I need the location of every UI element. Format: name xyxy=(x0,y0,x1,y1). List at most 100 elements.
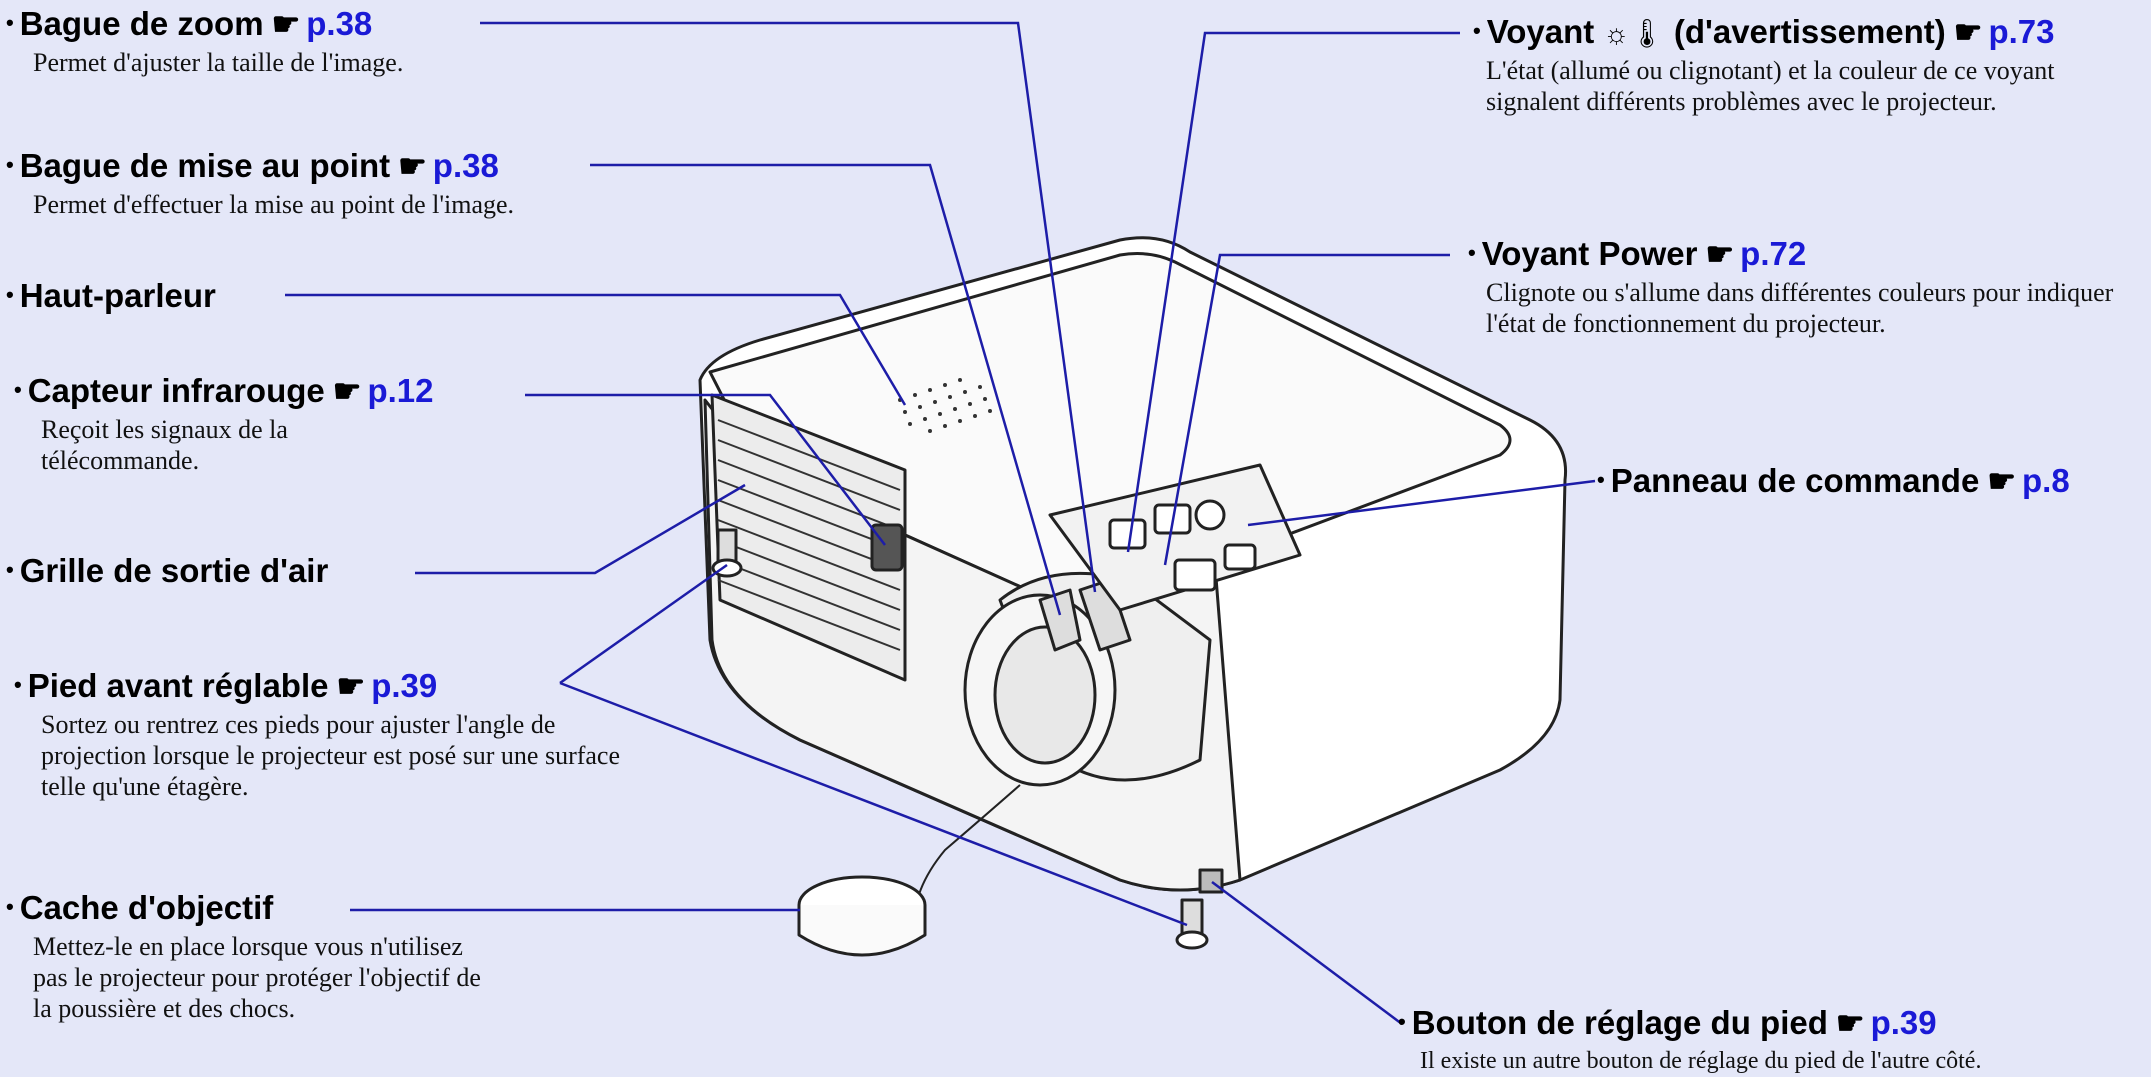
bullet-icon: • xyxy=(1468,240,1476,265)
bullet-icon: • xyxy=(1597,467,1605,492)
warning-desc: L'état (allumé ou clignotant) et la coul… xyxy=(1486,56,2055,116)
zoom-title-text: Bague de zoom xyxy=(19,5,264,42)
footbtn-desc: Il existe un autre bouton de réglage du … xyxy=(1420,1048,1982,1074)
leader-foot-right xyxy=(559,681,1188,927)
cap-title-text: Cache d'objectif xyxy=(19,889,274,926)
lens-cap-string xyxy=(914,784,1021,911)
bullet-icon: • xyxy=(6,557,14,582)
leader-grille xyxy=(415,483,746,575)
callout-power: •Voyant Power☛p.72 Clignote ou s'allume … xyxy=(1468,233,2146,339)
pointing-hand-icon: ☛ xyxy=(336,668,366,704)
pointing-hand-icon: ☛ xyxy=(1953,14,1983,50)
speaker-holes xyxy=(898,378,992,433)
warning-page-ref[interactable]: p.73 xyxy=(1988,13,2055,50)
ir-sensor-window xyxy=(870,523,904,572)
callout-ir-title: •Capteur infrarouge☛p.12 xyxy=(14,370,433,410)
air-grille-slats xyxy=(717,419,901,651)
pointing-hand-icon: ☛ xyxy=(332,373,362,409)
footbtn-title-text: Bouton de réglage du pied xyxy=(1411,1004,1828,1041)
power-desc: Clignote ou s'allume dans différentes co… xyxy=(1486,278,2114,338)
pointing-hand-icon: ☛ xyxy=(271,6,301,42)
ir-desc: Reçoit les signaux de la télécommande. xyxy=(41,415,288,475)
projector-top xyxy=(708,252,1512,602)
callout-foot-title: •Pied avant réglable☛p.39 xyxy=(14,665,621,705)
callout-footbtn: •Bouton de réglage du pied☛p.39 Il exist… xyxy=(1398,1002,2151,1077)
callout-warning-title: •Voyant ☼🌡 (d'avertissement)☛p.73 xyxy=(1473,11,2126,51)
grille-title-text: Grille de sortie d'air xyxy=(19,552,329,589)
pointing-hand-icon: ☛ xyxy=(398,148,427,184)
callout-ir: •Capteur infrarouge☛p.12 Reçoit les sign… xyxy=(14,370,433,476)
leader-speaker xyxy=(285,293,907,406)
lens-cap-side xyxy=(797,905,927,957)
pointing-hand-icon: ☛ xyxy=(1835,1005,1865,1041)
callout-zoom-title: •Bague de zoom☛p.38 xyxy=(6,3,553,43)
ir-title-text: Capteur infrarouge xyxy=(27,372,325,409)
callout-footbtn-title: •Bouton de réglage du pied☛p.39 xyxy=(1398,1002,2151,1042)
callout-warning: •Voyant ☼🌡 (d'avertissement)☛p.73 L'état… xyxy=(1473,11,2126,117)
leader-footbtn xyxy=(1211,880,1403,1026)
lens-inner xyxy=(993,625,1097,765)
callout-cap-title: •Cache d'objectif xyxy=(6,887,493,927)
bullet-icon: • xyxy=(6,10,14,35)
pointing-hand-icon: ☛ xyxy=(1987,463,2016,499)
foot-title-text: Pied avant réglable xyxy=(27,667,329,704)
callout-cap: •Cache d'objectif Mettez-le en place lor… xyxy=(6,887,493,1024)
cap-desc: Mettez-le en place lorsque vous n'utilis… xyxy=(33,932,481,1023)
light-thermometer-icon: ☼🌡 xyxy=(1603,18,1665,49)
panel-button-3 xyxy=(1194,499,1226,531)
bullet-icon: • xyxy=(6,152,14,177)
focus-ring-shape xyxy=(1038,588,1082,652)
panel-page-ref[interactable]: p.8 xyxy=(2022,462,2070,499)
right-foot-base xyxy=(1175,930,1209,950)
pointing-hand-icon: ☛ xyxy=(1705,236,1735,272)
callout-speaker: •Haut-parleur xyxy=(6,275,216,315)
power-page-ref[interactable]: p.72 xyxy=(1740,235,1807,272)
foot-button-shape xyxy=(1198,868,1224,894)
zoom-desc: Permet d'ajuster la taille de l'image. xyxy=(33,48,404,77)
leader-warning xyxy=(1126,31,1460,553)
callout-foot: •Pied avant réglable☛p.39 Sortez ou rent… xyxy=(14,665,621,802)
callout-grille-title: •Grille de sortie d'air xyxy=(6,550,328,590)
callout-zoom: •Bague de zoom☛p.38 Permet d'ajuster la … xyxy=(6,3,553,78)
callout-power-title: •Voyant Power☛p.72 xyxy=(1468,233,2146,273)
ir-page-ref[interactable]: p.12 xyxy=(367,372,434,409)
bullet-icon: • xyxy=(14,672,22,697)
leader-ir xyxy=(525,393,886,546)
focus-page-ref[interactable]: p.38 xyxy=(432,147,499,184)
bullet-icon: • xyxy=(14,377,22,402)
leader-power xyxy=(1163,253,1450,566)
zoom-page-ref[interactable]: p.38 xyxy=(306,5,373,42)
projector-illustration xyxy=(698,236,1568,957)
speaker-title-text: Haut-parleur xyxy=(19,277,216,314)
panel-title-text: Panneau de commande xyxy=(1610,462,1980,499)
panel-button-4 xyxy=(1173,558,1217,592)
panel-button-5 xyxy=(1223,543,1257,571)
callout-panel: •Panneau de commande☛p.8 xyxy=(1597,460,2070,500)
leader-focus xyxy=(590,163,1062,616)
warning-title-pre: Voyant xyxy=(1486,13,1595,50)
bullet-icon: • xyxy=(1398,1009,1406,1034)
callout-panel-title: •Panneau de commande☛p.8 xyxy=(1597,460,2070,500)
leader-zoom xyxy=(480,21,1097,593)
power-title-text: Voyant Power xyxy=(1481,235,1698,272)
callout-speaker-title: •Haut-parleur xyxy=(6,275,216,315)
foot-desc: Sortez ou rentrez ces pieds pour ajuster… xyxy=(41,710,621,801)
callout-grille: •Grille de sortie d'air xyxy=(6,550,328,590)
bullet-icon: • xyxy=(6,894,14,919)
bullet-icon: • xyxy=(1473,18,1481,43)
control-panel-shape xyxy=(1048,463,1302,612)
leader-panel xyxy=(1247,479,1596,527)
leader-foot-left xyxy=(559,563,728,685)
warning-title-post: (d'avertissement) xyxy=(1673,13,1946,50)
callout-focus-title: •Bague de mise au point☛p.38 xyxy=(6,145,553,185)
left-foot-base xyxy=(711,558,743,578)
callout-focus: •Bague de mise au point☛p.38 Permet d'ef… xyxy=(6,145,553,220)
focus-title-text: Bague de mise au point xyxy=(19,147,391,184)
focus-desc: Permet d'effectuer la mise au point de l… xyxy=(33,190,515,219)
bullet-icon: • xyxy=(6,282,14,307)
panel-button-1 xyxy=(1108,518,1147,550)
footbtn-page-ref[interactable]: p.39 xyxy=(1870,1004,1937,1041)
foot-page-ref[interactable]: p.39 xyxy=(371,667,438,704)
leader-lines xyxy=(285,21,1596,1026)
